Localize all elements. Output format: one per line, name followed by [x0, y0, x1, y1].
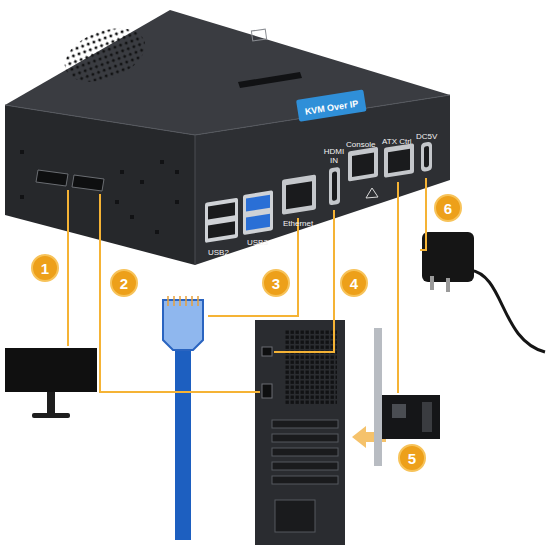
hdmi-out-port [36, 170, 68, 186]
port-label: HDMI IN [320, 147, 348, 165]
atx-card [382, 395, 440, 439]
hdmi-in-port [329, 167, 340, 206]
monitor [5, 348, 97, 392]
port-label: Console [346, 140, 375, 149]
port-label: ATX Ctrl [382, 137, 412, 146]
node-text: 6 [444, 201, 452, 216]
leader-lines [68, 178, 426, 393]
node-text: 4 [350, 276, 358, 291]
callout-number: 6 [434, 194, 462, 222]
ethernet-cable [175, 340, 191, 540]
power-cable [470, 270, 545, 352]
pc-tower [255, 320, 345, 545]
port-label: Ethernet [283, 219, 313, 228]
callout-number: 4 [340, 269, 368, 297]
node-text: 2 [120, 276, 128, 291]
console-port [348, 147, 378, 182]
speaker-grille [57, 18, 152, 92]
callout-number: 5 [398, 444, 426, 472]
port-label: USB2 [208, 248, 229, 257]
port-label: DC5V [416, 132, 437, 141]
hdmi-out-port [72, 175, 104, 191]
housing-front [195, 95, 450, 265]
warning-symbol [366, 188, 378, 198]
atx-port [384, 143, 414, 178]
port-label: USB3 [247, 238, 268, 247]
top-slot [238, 72, 302, 88]
usb3-port [243, 190, 273, 235]
callout-number: 3 [262, 269, 290, 297]
node-text: 3 [272, 276, 280, 291]
node-text: 5 [408, 451, 416, 466]
callout-number: 1 [31, 254, 59, 282]
ethernet-port [282, 175, 316, 215]
pcie-bracket [374, 328, 382, 466]
usb2-port [205, 198, 238, 243]
node-text: 1 [41, 261, 49, 276]
power-adapter [422, 232, 474, 282]
dc-port [421, 141, 432, 172]
callout-number: 2 [110, 269, 138, 297]
